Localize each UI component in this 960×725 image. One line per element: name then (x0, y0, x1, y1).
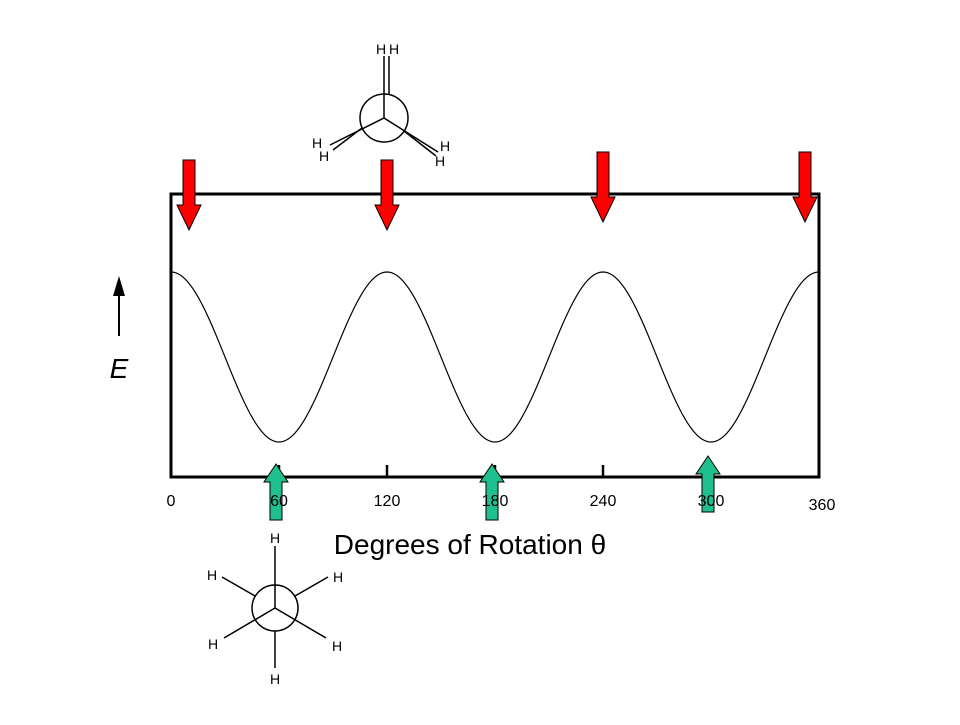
eclipsed-arrow-360 (792, 151, 818, 224)
y-axis-label: E (110, 353, 129, 384)
eclipsed-h-right-2: H (435, 153, 445, 169)
eclipsed-h-left-2: H (319, 148, 329, 164)
x-tick-label-180: 180 (482, 493, 509, 510)
staggered-arrow-300 (695, 455, 721, 513)
staggered-back-bond-upper-right (294, 576, 329, 597)
energy-curve (170, 271, 820, 443)
staggered-h-upper-left: H (207, 567, 217, 583)
staggered-arrow-60 (263, 463, 289, 521)
staggered-h-upper-right: H (333, 569, 343, 585)
x-tick-label-0: 0 (167, 493, 176, 510)
staggered-h-top: H (270, 530, 280, 546)
staggered-back-bond-upper-left (221, 576, 256, 597)
eclipsed-h-top-1: H (376, 41, 386, 57)
x-tick-label-240: 240 (590, 493, 617, 510)
plot-frame (169, 192, 821, 479)
x-tick-label-60: 60 (270, 493, 288, 510)
eclipsed-back-bond-left (332, 127, 363, 151)
eclipsed-h-left-1: H (312, 135, 322, 151)
x-axis-label: Degrees of Rotation θ (334, 529, 606, 560)
eclipsed-arrow-0 (176, 159, 202, 232)
x-tick-label-120: 120 (374, 493, 401, 510)
staggered-front-bond-left (223, 607, 276, 639)
staggered-h-bottom: H (270, 671, 280, 687)
eclipsed-back-bond-right (403, 130, 437, 157)
staggered-h-lower-left: H (208, 636, 218, 652)
x-tick-label-300: 300 (698, 493, 725, 510)
staggered-arrow-180 (479, 463, 505, 521)
x-tick-label-360: 360 (809, 497, 836, 514)
eclipsed-newman-projection: H H H H H H (312, 41, 450, 169)
eclipsed-arrow-120 (374, 159, 400, 232)
staggered-newman-projection: H H H H H H (207, 530, 343, 687)
staggered-front-bond-right (274, 607, 327, 639)
eclipsed-arrow-240 (590, 151, 616, 224)
staggered-h-lower-right: H (332, 638, 342, 654)
eclipsed-front-bond-right (383, 117, 439, 153)
eclipsed-h-top-2: H (389, 41, 399, 57)
eclipsed-h-right-1: H (440, 138, 450, 154)
energy-axis-arrow-head (113, 276, 125, 296)
